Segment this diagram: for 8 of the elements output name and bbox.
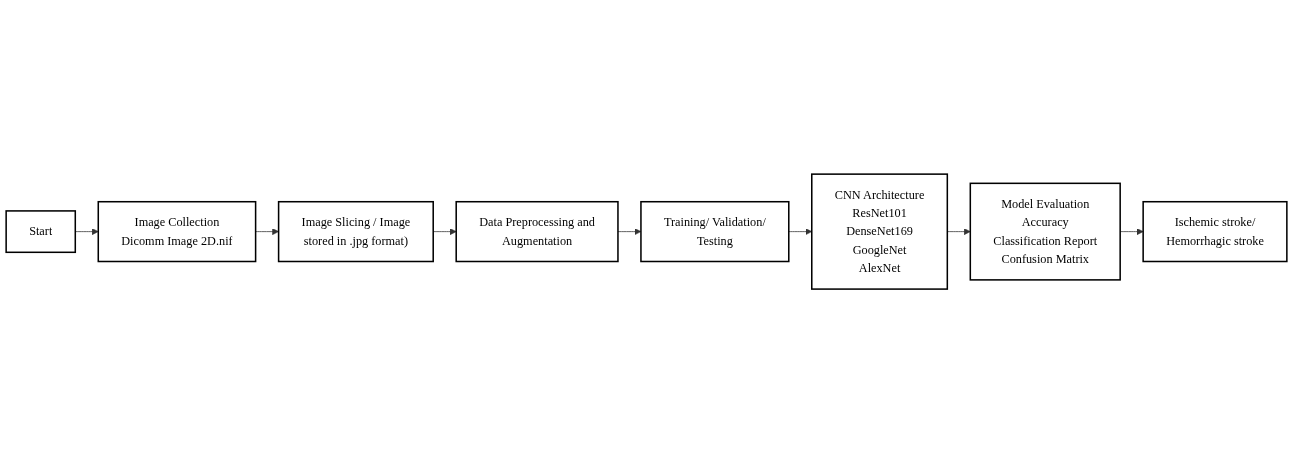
node-box: Data Preprocessing and Augmentation xyxy=(455,201,619,263)
node-box: Ischemic stroke/ Hemorrhagic stroke xyxy=(1142,201,1288,263)
node-box: Training/ Validation/ Testing xyxy=(640,201,790,263)
node-box: Start xyxy=(5,210,77,254)
node-box: CNN Architecture ResNet101 DenseNet169 GoogleNet AlexNet xyxy=(811,173,949,291)
node-box: Model Evaluation Accuracy Classification Report Confusion Matrix xyxy=(969,182,1121,282)
node-box: Image Slicing / Image stored in .jpg format) xyxy=(277,201,434,263)
node-box: Image Collection Dicomm Image 2D.nif xyxy=(97,201,257,263)
